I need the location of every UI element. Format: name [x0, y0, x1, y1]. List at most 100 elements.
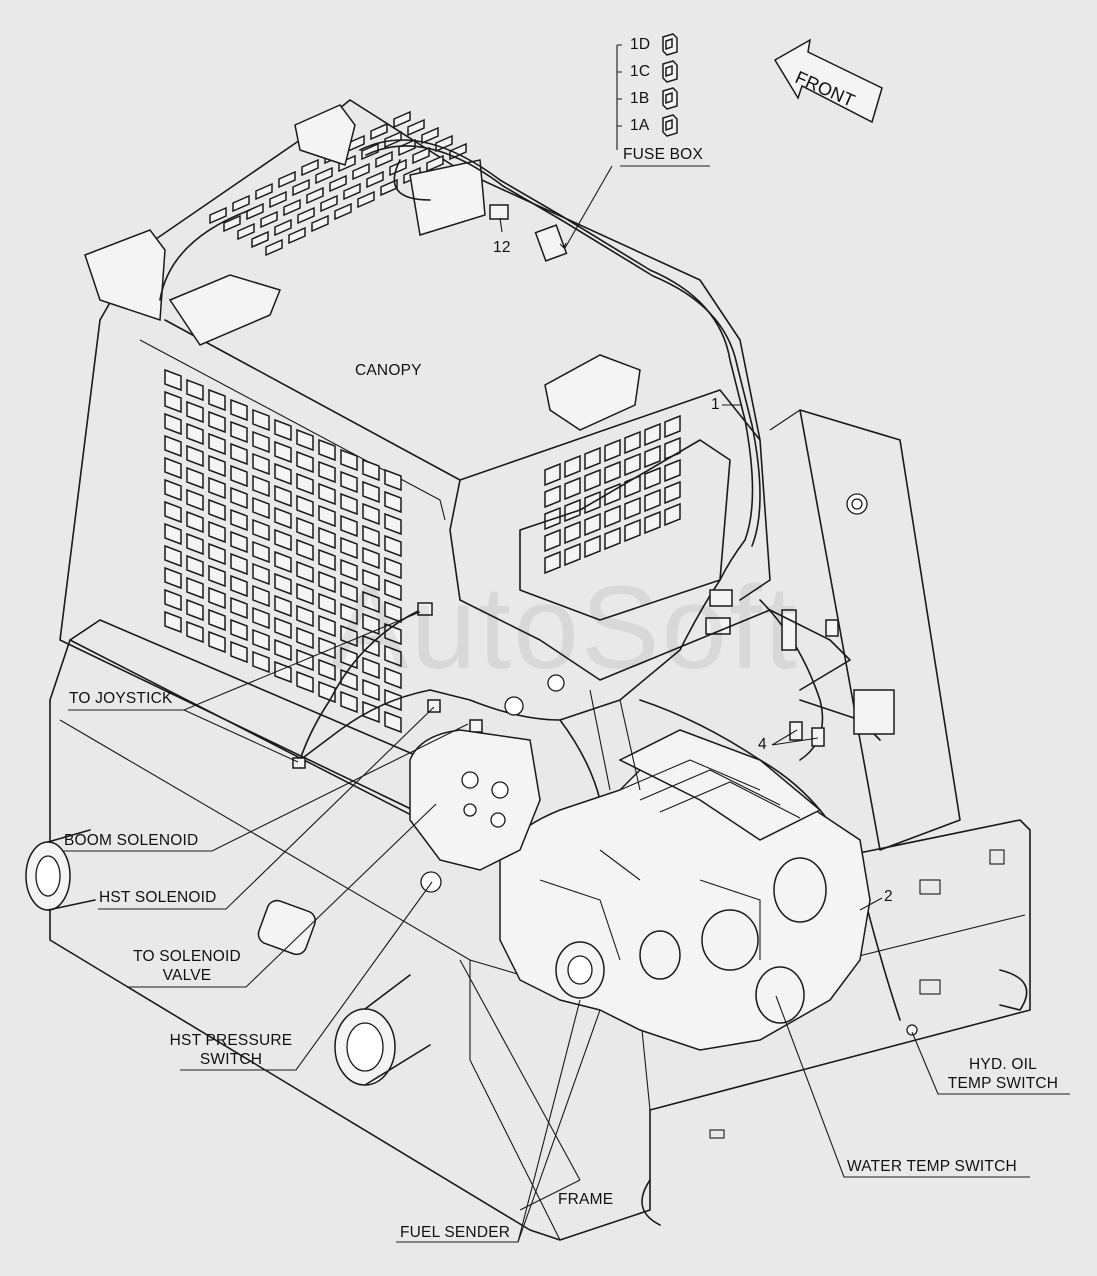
mesh-cell [318, 658, 336, 682]
mesh-cell [296, 450, 314, 474]
fuel-sender-label: FUEL SENDER [400, 1224, 511, 1241]
mesh-cell [311, 214, 329, 233]
fuse-1b-label: 1B [630, 90, 650, 107]
mesh-cell [186, 576, 204, 600]
mesh-cell [340, 624, 358, 648]
watermark: AutoSoft [330, 562, 799, 694]
mesh-cell [318, 504, 336, 528]
mesh-cell [208, 432, 226, 456]
mesh-cell [584, 446, 601, 471]
to-solenoid-valve-label-line1: TO SOLENOID [133, 948, 241, 965]
rear-mesh [544, 414, 681, 575]
mesh-cell [164, 610, 182, 634]
frame-label: FRAME [558, 1191, 614, 1208]
mesh-cell [340, 536, 358, 560]
mesh-cell [186, 378, 204, 402]
mesh-cell [564, 476, 581, 501]
mesh-cell [164, 478, 182, 502]
mesh-cell [274, 484, 292, 508]
mesh-cell [318, 592, 336, 616]
mesh-cell [251, 230, 269, 249]
mesh-cell [274, 572, 292, 596]
mesh-cell [208, 454, 226, 478]
mesh-cell [318, 482, 336, 506]
mesh-cell [274, 528, 292, 552]
mesh-cell [164, 390, 182, 414]
mesh-cell [164, 412, 182, 436]
mesh-cell [223, 214, 241, 233]
mesh-cell [296, 494, 314, 518]
hst-solenoid-label: HST SOLENOID [99, 889, 217, 906]
mesh-cell [164, 434, 182, 458]
mesh-cell [186, 598, 204, 622]
mesh-cell [362, 524, 380, 548]
mesh-cell [297, 206, 315, 225]
hyd-oil-temp-switch-label-line1: HYD. OIL [969, 1056, 1037, 1073]
mesh-cell [208, 586, 226, 610]
item-12-label: 12 [493, 239, 511, 256]
mesh-cell [296, 538, 314, 562]
mesh-cell [252, 562, 270, 586]
mesh-cell [296, 670, 314, 694]
mesh-cell [564, 542, 581, 567]
mesh-cell [384, 534, 402, 558]
mesh-cell [208, 608, 226, 632]
item-1-label: 1 [711, 396, 720, 413]
mesh-cell [230, 420, 248, 444]
mesh-cell [644, 444, 661, 469]
mesh-cell [398, 138, 416, 157]
mesh-cell [296, 604, 314, 628]
mesh-cell [274, 440, 292, 464]
hst-pressure-switch-label-line2: SWITCH [199, 1051, 263, 1068]
mesh-cell [186, 620, 204, 644]
mesh-cell [296, 582, 314, 606]
mesh-cell [252, 430, 270, 454]
mesh-cell [393, 110, 411, 129]
mesh-cell [208, 564, 226, 588]
mesh-cell [362, 700, 380, 724]
mesh-cell [412, 146, 430, 165]
mesh-cell [384, 644, 402, 668]
mesh-cell [255, 182, 273, 201]
mesh-cell [340, 470, 358, 494]
mesh-cell [624, 452, 641, 477]
mesh-cell [644, 422, 661, 447]
to-joystick-label: TO JOYSTICK [69, 690, 173, 707]
mesh-cell [230, 530, 248, 554]
mesh-cell [252, 452, 270, 476]
mesh-cell [584, 468, 601, 493]
mesh-cell [252, 408, 270, 432]
mesh-cell [252, 650, 270, 674]
mesh-cell [164, 566, 182, 590]
canopy-body [59, 99, 771, 901]
mesh-cell [296, 626, 314, 650]
front-arrow [773, 38, 883, 124]
mesh-cell [164, 544, 182, 568]
mesh-cell [362, 612, 380, 636]
to-solenoid-valve-label-line2: VALVE [162, 967, 212, 984]
mesh-cell [208, 498, 226, 522]
fuse-1c-label: 1C [630, 63, 651, 80]
mesh-cell [208, 476, 226, 500]
mesh-cell [296, 472, 314, 496]
mesh-cell [384, 600, 402, 624]
mesh-cell [208, 542, 226, 566]
mesh-cell [288, 226, 306, 245]
mesh-cell [340, 690, 358, 714]
mesh-cell [624, 496, 641, 521]
mesh-cell [544, 484, 561, 509]
fuse-box [559, 33, 710, 249]
fuse-1a-label: 1A [630, 117, 650, 134]
mesh-cell [338, 154, 356, 173]
mesh-cell [274, 462, 292, 486]
mesh-cell [208, 388, 226, 412]
mesh-cell [384, 556, 402, 580]
mesh-cell [252, 496, 270, 520]
mesh-cell [274, 616, 292, 640]
mesh-cell [296, 516, 314, 540]
mesh-cell [265, 238, 283, 257]
mesh-cell [407, 118, 425, 137]
engine-assembly [409, 439, 871, 1051]
mesh-cell [260, 210, 278, 229]
mesh-cell [366, 170, 384, 189]
